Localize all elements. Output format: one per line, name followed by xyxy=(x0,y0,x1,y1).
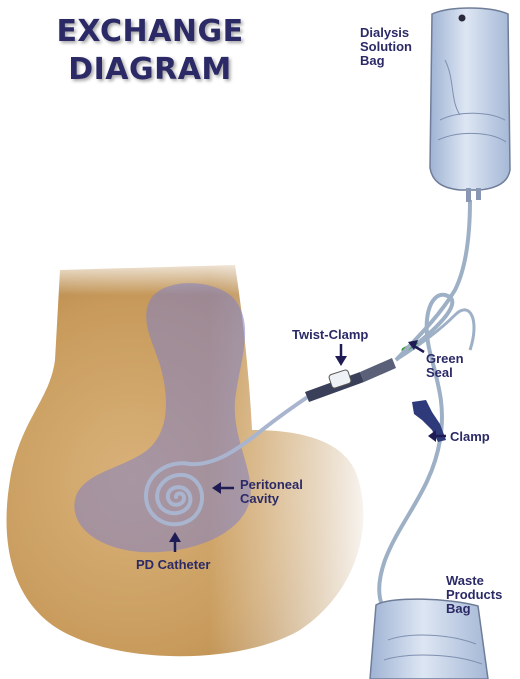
clamp-label: Clamp xyxy=(450,430,490,444)
title-line-1: EXCHANGE xyxy=(0,14,300,49)
waste-bag-label: Waste Products Bag xyxy=(446,574,502,616)
dialysis-solution-bag xyxy=(430,8,510,202)
peritoneal-cavity-label: Peritoneal Cavity xyxy=(240,478,303,506)
title-line-2: DIAGRAM xyxy=(0,52,300,87)
twist-clamp-label: Twist-Clamp xyxy=(292,328,368,342)
pd-catheter-label: PD Catheter xyxy=(136,558,210,572)
green-seal-label: Green Seal xyxy=(426,352,464,380)
solution-bag-label: Dialysis Solution Bag xyxy=(360,26,412,68)
